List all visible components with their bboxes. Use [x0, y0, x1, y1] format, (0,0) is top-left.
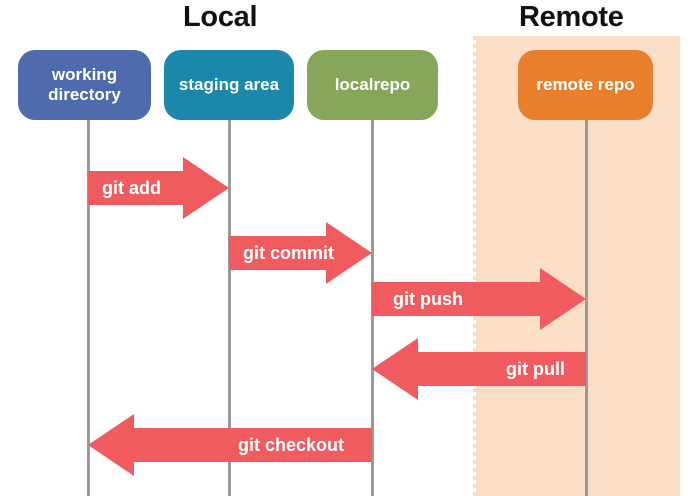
arrow-shape-git-add — [88, 157, 229, 219]
lifeline-staging-area — [228, 110, 231, 496]
node-staging-area[interactable]: staging area — [164, 50, 294, 120]
node-label-remote-repo: remote repo — [536, 75, 635, 95]
lifeline-remote-repo — [585, 110, 588, 496]
arrow-git-checkout[interactable]: git checkout — [88, 414, 372, 476]
arrow-shape-git-pull — [372, 338, 586, 400]
arrow-git-pull[interactable]: git pull — [372, 338, 586, 400]
arrow-git-push[interactable]: git push — [372, 268, 586, 330]
section-title-local: Local — [183, 1, 258, 33]
lifeline-working-directory — [87, 110, 90, 496]
arrow-label-git-commit: git commit — [243, 243, 335, 263]
section-title-remote: Remote — [519, 1, 624, 33]
arrow-git-add[interactable]: git add — [88, 157, 229, 219]
node-label-staging-area: staging area — [178, 75, 280, 95]
node-label-working-directory: working directory — [48, 65, 121, 104]
arrow-label-git-add: git add — [102, 178, 161, 198]
arrow-git-commit[interactable]: git commit — [229, 222, 372, 284]
node-remote-repo[interactable]: remote repo — [518, 50, 653, 120]
arrow-shape-git-commit — [229, 222, 372, 284]
remote-zone-dashed-divider — [473, 36, 476, 496]
arrow-label-git-pull: git pull — [506, 359, 565, 379]
arrow-label-git-checkout: git checkout — [237, 435, 344, 455]
node-label-localrepo: localrepo — [334, 75, 411, 95]
node-localrepo[interactable]: localrepo — [307, 50, 438, 120]
arrow-label-git-push: git push — [393, 289, 463, 309]
node-working-directory[interactable]: working directory — [18, 50, 151, 120]
arrow-shape-git-checkout — [88, 414, 372, 476]
arrow-shape-git-push — [372, 268, 586, 330]
